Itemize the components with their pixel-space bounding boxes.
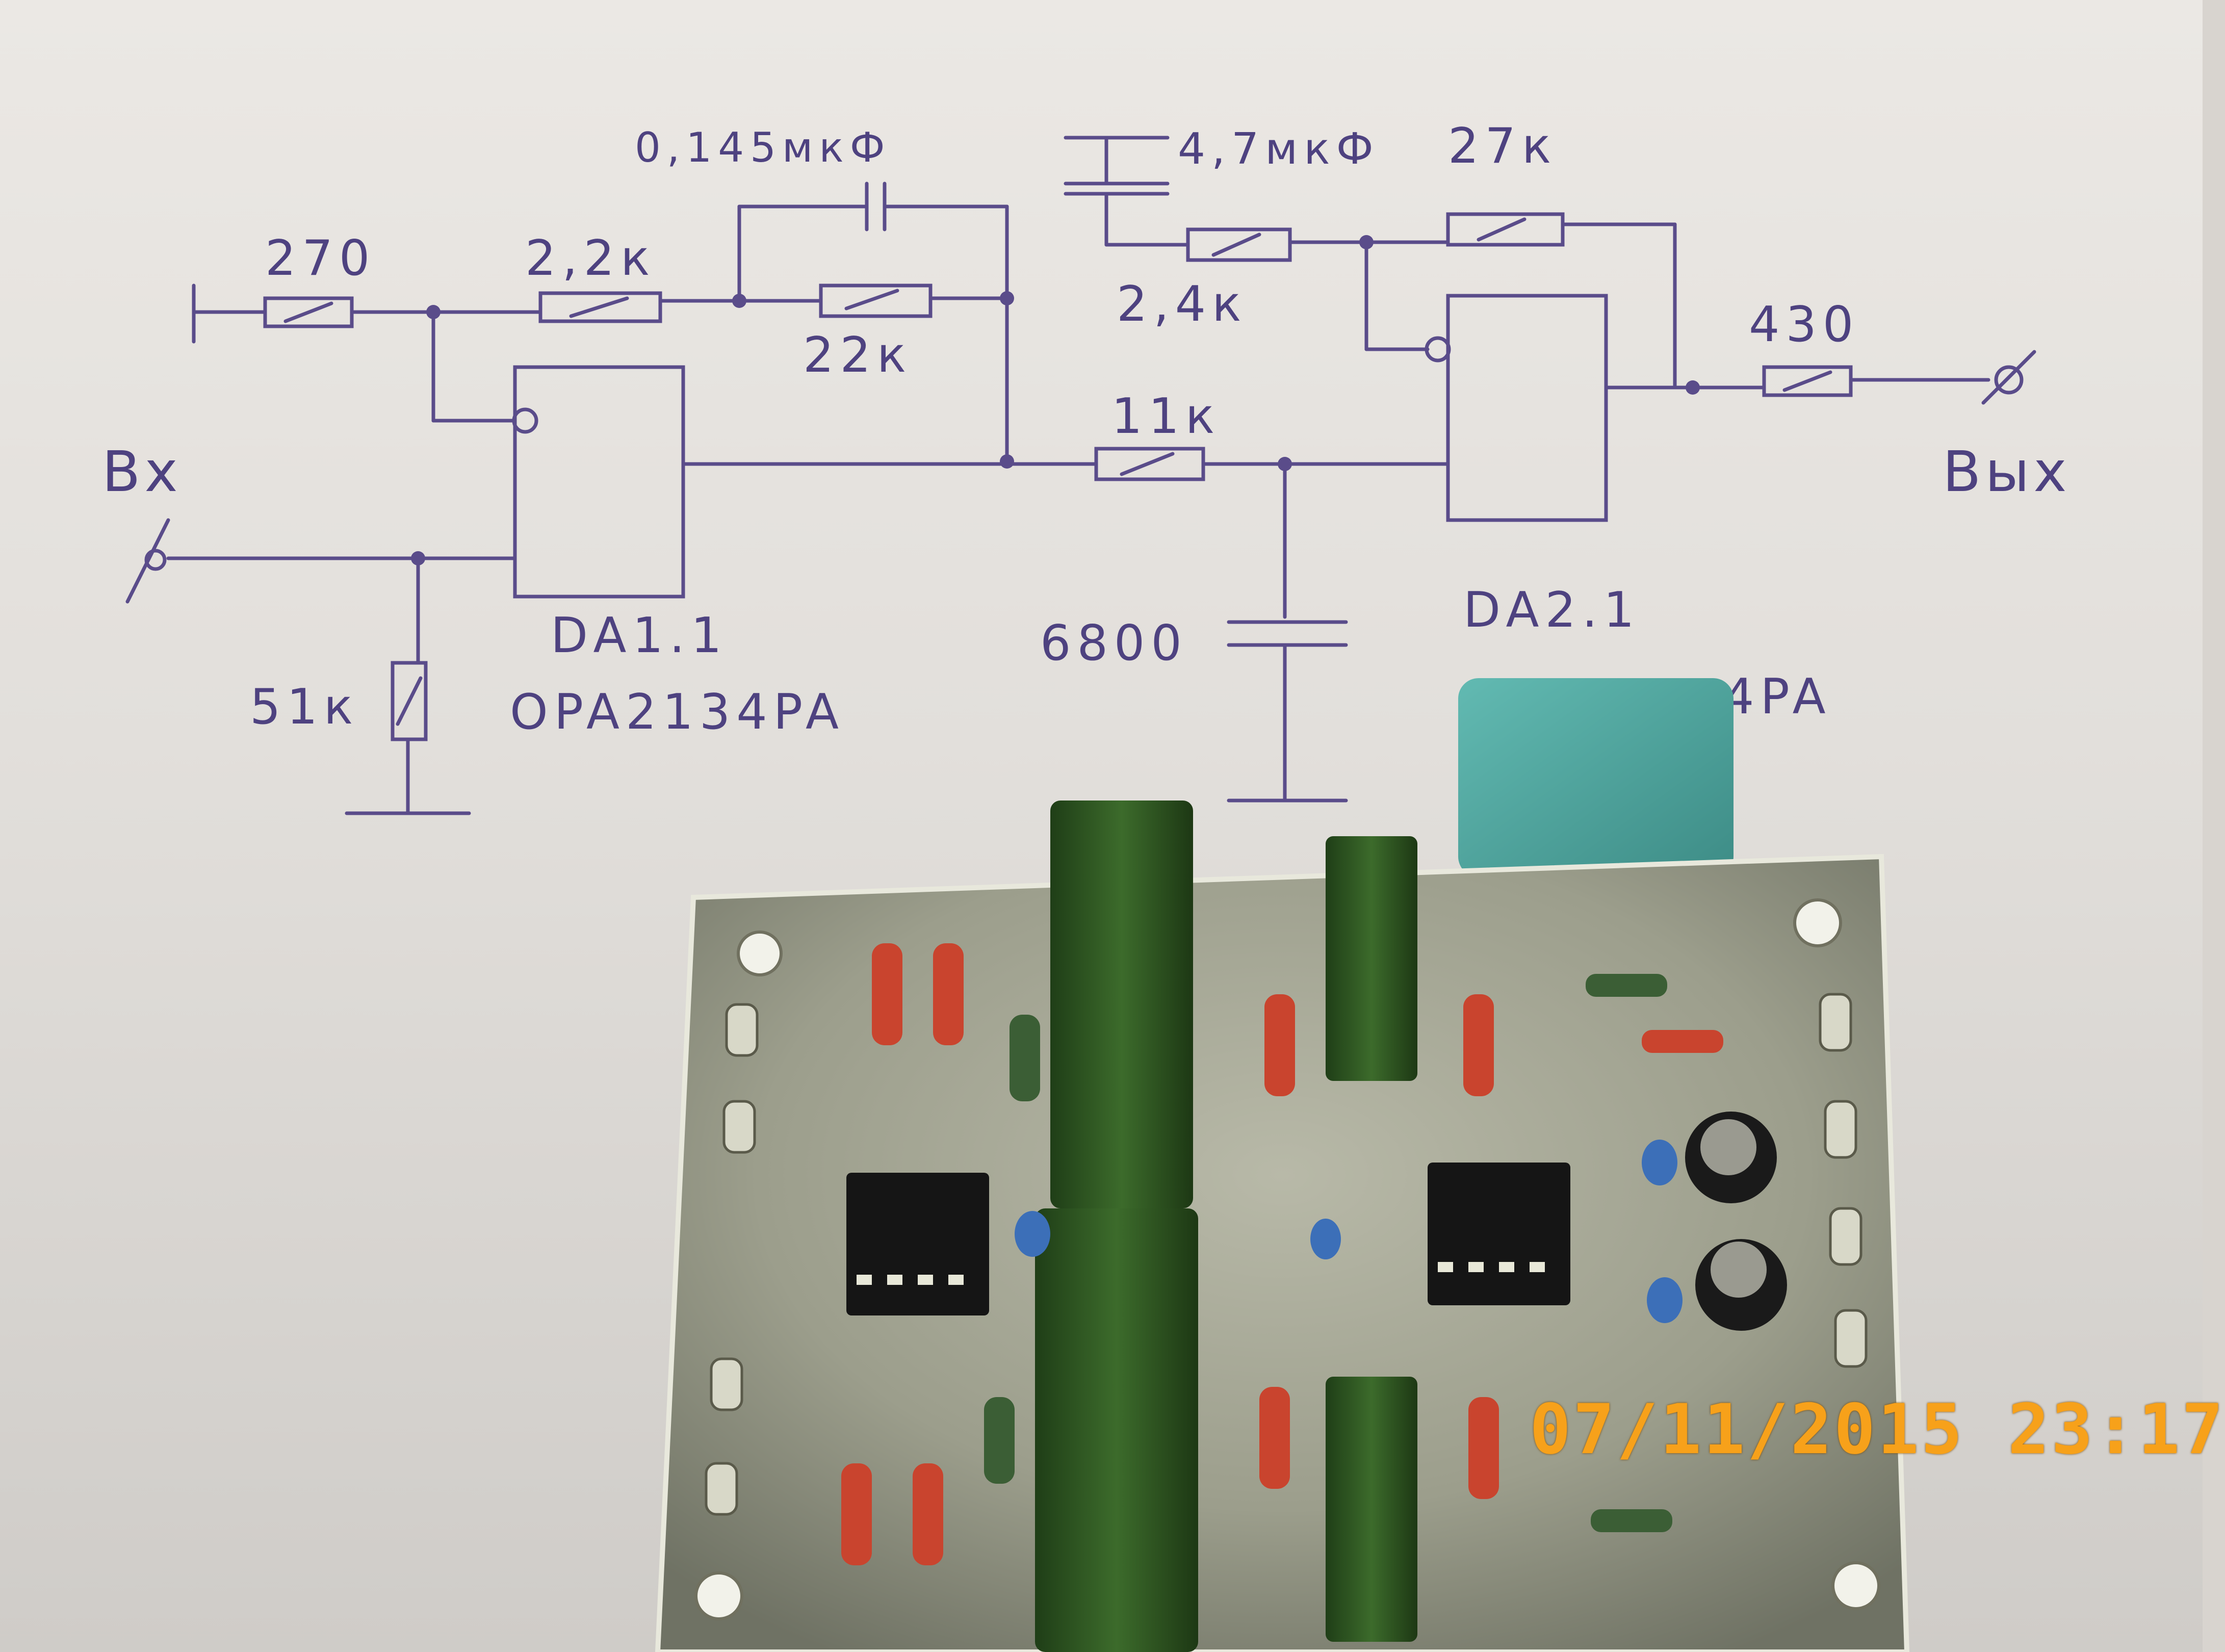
green-capacitor: [1050, 801, 1193, 1208]
label-c-0-145: 0,145мкФ: [635, 124, 891, 171]
label-c-4-7: 4,7мкФ: [1178, 124, 1380, 174]
label-r-51k: 51к: [250, 679, 359, 735]
label-da2: DA2.1: [1463, 582, 1641, 638]
teal-capacitor: [1458, 678, 1734, 877]
label-r-22k: 22к: [803, 327, 913, 383]
label-r-270: 270: [265, 230, 376, 287]
label-r-27k: 27к: [1448, 118, 1558, 174]
ic-chip-right: [1428, 1163, 1570, 1305]
label-input: Вх: [102, 439, 182, 504]
ic-chip-left: [846, 1173, 989, 1315]
label-r-2-4k: 2,4к: [1117, 276, 1248, 332]
label-opamp2-partial: 4PA: [1723, 669, 1832, 725]
label-r-11k: 11к: [1111, 389, 1221, 445]
label-r-2-2k: 2,2к: [525, 230, 656, 287]
label-c-6800: 6800: [1040, 615, 1188, 672]
label-da1: DA1.1: [551, 608, 728, 664]
label-opamp1: OPA2134PA: [510, 684, 845, 740]
label-output: Вых: [1943, 439, 2071, 504]
label-r-430: 430: [1749, 297, 1860, 353]
date-stamp: 07/11/2015 23:17: [1530, 1389, 2225, 1469]
